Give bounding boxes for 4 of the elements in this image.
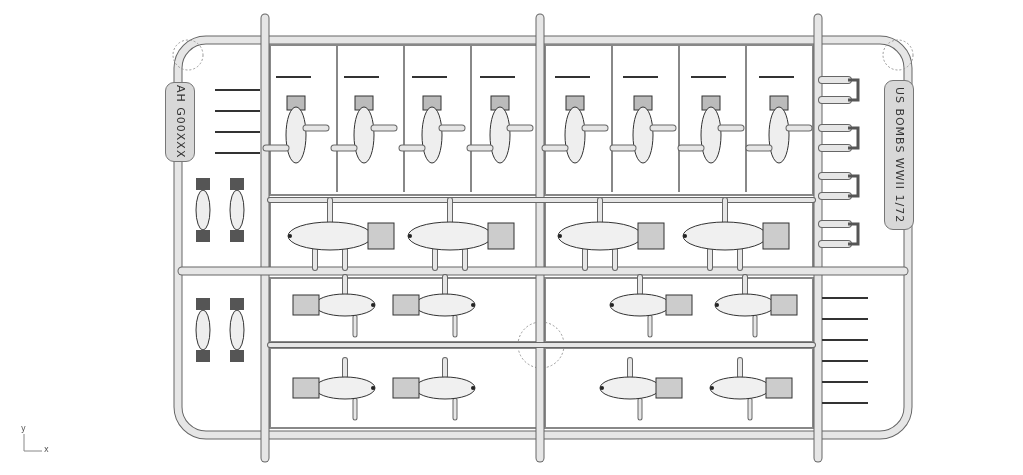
axis-label: y [21, 424, 26, 433]
axis-label: x [44, 445, 49, 454]
sprue-tag: AH G00XXX [165, 82, 195, 162]
sprue-tag: US BOMBS WWII 1/72 [884, 80, 914, 230]
